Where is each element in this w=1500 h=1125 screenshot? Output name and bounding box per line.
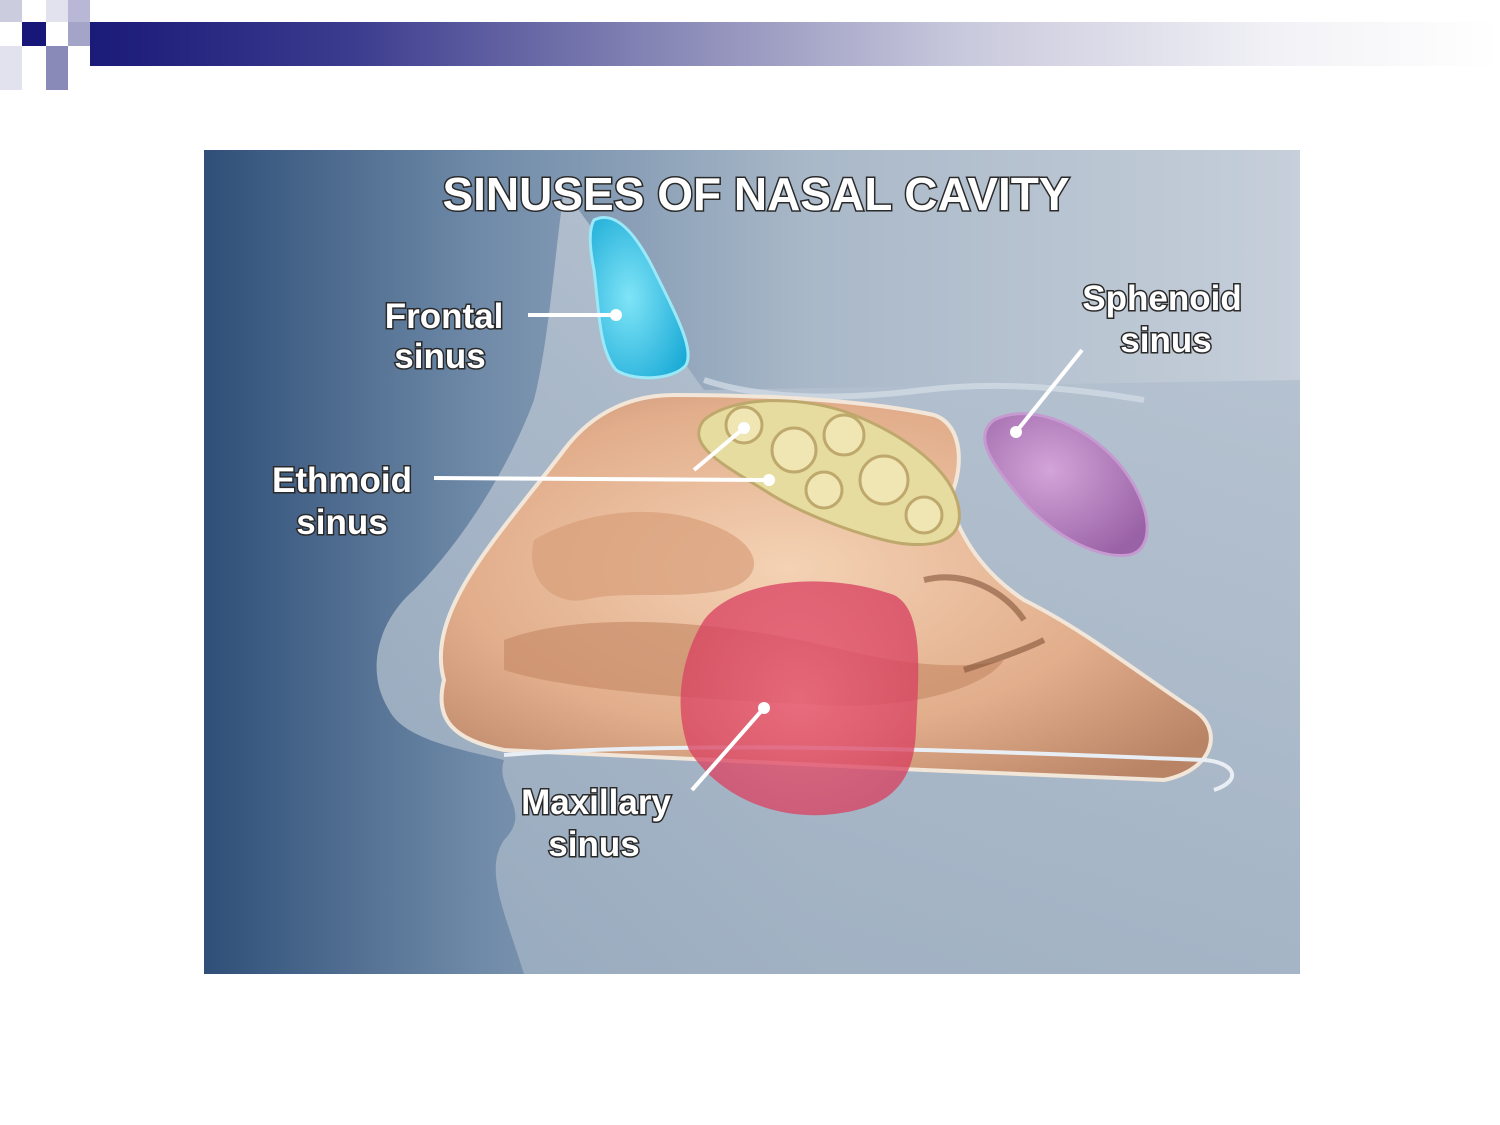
frontal-sinus-label-line2: sinus xyxy=(394,337,485,376)
header-decor-square xyxy=(0,46,22,90)
header-gradient-band xyxy=(90,22,1500,66)
ethmoid-leader-line xyxy=(433,476,770,482)
sphenoid-sinus-label-line2: sinus xyxy=(1120,321,1211,360)
header-decor-square xyxy=(68,22,90,46)
turbinate-fold xyxy=(532,511,754,601)
header-decor-square xyxy=(46,0,68,22)
sinus-diagram: SINUSES OF NASAL CAVITY Frontal sinus Sp… xyxy=(204,150,1300,974)
ethmoid-sinus-shape xyxy=(697,399,961,547)
sphenoid-sinus-label-line1: Sphenoid xyxy=(1082,279,1241,318)
sphenoid-leader-line xyxy=(1014,348,1084,434)
maxillary-sinus-label-line2: sinus xyxy=(548,825,639,864)
ethmoid-leader-dot xyxy=(763,474,775,486)
maxillary-sinus-label-line1: Maxillary xyxy=(521,783,671,822)
ethmoid-sinus-label-line1: Ethmoid xyxy=(272,461,412,500)
figure-title: SINUSES OF NASAL CAVITY xyxy=(442,168,1069,220)
frontal-sinus-shape xyxy=(588,216,690,380)
header-decor-square-dark xyxy=(22,22,46,46)
ethmoid-leader-line-2 xyxy=(692,426,746,472)
ethmoid-leader-dot-2 xyxy=(738,422,750,434)
leader-lines xyxy=(433,313,1084,792)
leader-dots xyxy=(610,309,1022,714)
skull-ridge xyxy=(703,377,1145,403)
turbinate-edge xyxy=(963,637,1046,673)
sphenoid-leader-dot xyxy=(1010,426,1022,438)
header-decor-square xyxy=(0,0,22,22)
palate-outline xyxy=(503,745,1235,792)
header-decor-square xyxy=(68,0,90,22)
frontal-sinus-label-line1: Frontal xyxy=(385,297,504,336)
frontal-leader-dot xyxy=(610,309,622,321)
sinus-diagram-svg: SINUSES OF NASAL CAVITY Frontal sinus Sp… xyxy=(204,150,1300,974)
header-decor-square xyxy=(46,46,68,90)
maxillary-sinus-shape xyxy=(680,581,919,816)
sphenoid-sinus-shape xyxy=(983,412,1149,558)
maxillary-leader-dot xyxy=(758,702,770,714)
maxillary-leader-line xyxy=(690,706,766,792)
ethmoid-sinus-label-line2: sinus xyxy=(296,503,387,542)
turbinate-edge xyxy=(923,574,1027,622)
